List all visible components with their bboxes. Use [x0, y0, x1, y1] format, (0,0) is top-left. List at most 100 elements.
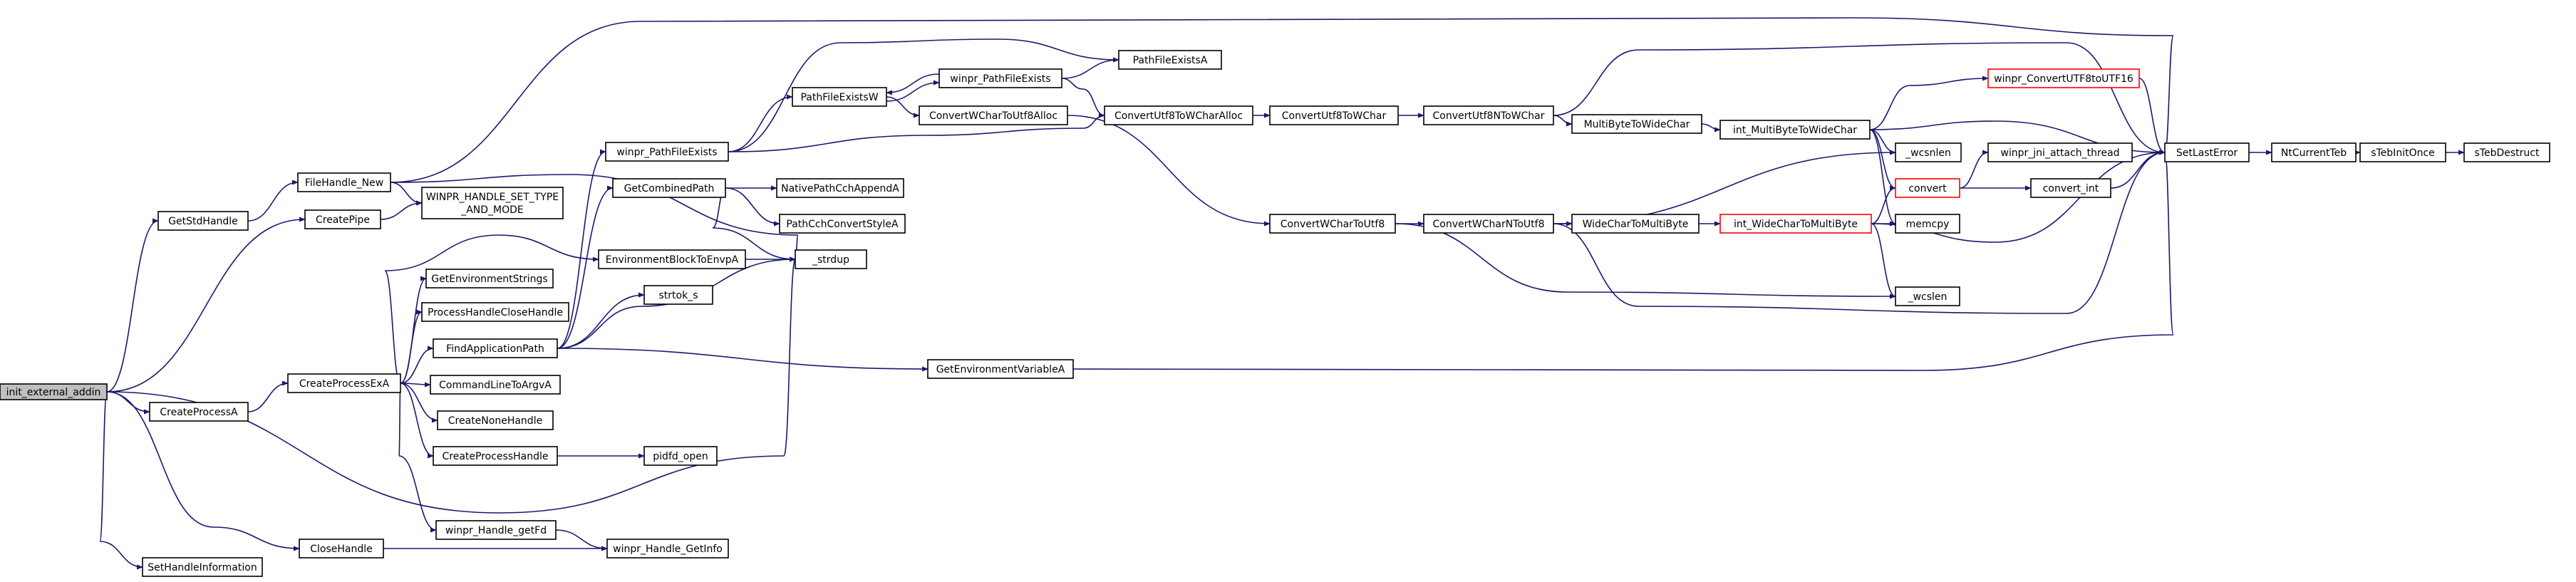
node-CreateNoneHandle[interactable]: CreateNoneHandle	[437, 410, 554, 430]
node-PathFileExistsW[interactable]: PathFileExistsW	[792, 87, 887, 107]
node-GetEnvironmentStrings[interactable]: GetEnvironmentStrings	[425, 269, 554, 289]
node-PathCchConvertStyleA[interactable]: PathCchConvertStyleA	[779, 214, 906, 234]
node-label: ConvertUtf8ToWChar	[1282, 110, 1387, 122]
node-FindApplicationPath[interactable]: FindApplicationPath	[433, 338, 558, 358]
edge-int_MultiByteToWideChar-to-memcpy	[1869, 129, 1896, 227]
node-SetHandleInformation[interactable]: SetHandleInformation	[142, 557, 263, 577]
node-CommandLineToArgvA[interactable]: CommandLineToArgvA	[430, 375, 561, 395]
node-box	[299, 539, 384, 558]
node-label: CreateProcessA	[160, 407, 238, 418]
node-label: _strdup	[812, 254, 849, 266]
node-sTebInitOnce[interactable]: sTebInitOnce	[2359, 142, 2446, 162]
node-label: _wcslen	[1908, 291, 1947, 303]
node-winpr_Handle_GetInfo[interactable]: winpr_Handle_GetInfo	[606, 539, 729, 558]
node-label: SetLastError	[2176, 147, 2238, 159]
node-_wcslen[interactable]: _wcslen	[1895, 286, 1960, 306]
node-ProcessHandleCloseHandle[interactable]: ProcessHandleCloseHandle	[421, 302, 569, 322]
node-ConvertUtf8ToWChar[interactable]: ConvertUtf8ToWChar	[1269, 105, 1399, 125]
node-box	[435, 520, 557, 540]
edge-GetEnvironmentVariableA-to-SetLastError	[1072, 150, 2174, 371]
node-EnvironmentBlockToEnvpA[interactable]: EnvironmentBlockToEnvpA	[598, 249, 746, 269]
node-box	[643, 446, 718, 466]
node-label: winpr_PathFileExists	[950, 73, 1050, 85]
node-box	[938, 68, 1062, 88]
node-GetCombinedPath[interactable]: GetCombinedPath	[612, 178, 726, 198]
node-ConvertUtf8NToWChar[interactable]: ConvertUtf8NToWChar	[1423, 105, 1554, 125]
node-label: _wcsnlen	[1905, 147, 1951, 159]
node-label: GetStdHandle	[168, 216, 238, 227]
node-GetEnvironmentVariableA[interactable]: GetEnvironmentVariableA	[927, 359, 1074, 379]
node-int_MultiByteToWideChar[interactable]: int_MultiByteToWideChar	[1719, 120, 1871, 140]
edge-winpr_ConvertUTF8toUTF16-to-SetLastError	[2138, 78, 2166, 155]
node-MultiByteToWideChar[interactable]: MultiByteToWideChar	[1571, 114, 1702, 134]
node-box	[433, 338, 558, 358]
node-box	[1423, 105, 1554, 125]
node-label: sTebDestruct	[2475, 147, 2540, 159]
node-box	[927, 359, 1074, 379]
node-label: SetHandleInformation	[148, 562, 257, 573]
node-CreateProcessExA[interactable]: CreateProcessExA	[287, 373, 401, 393]
node-winpr_Handle_getFd[interactable]: winpr_Handle_getFd	[435, 520, 557, 540]
edge-ConvertUtf8NToWChar-to-SetLastError	[1553, 42, 2166, 155]
node-WINPR_HANDLE_SET_TYPE_AND_MODE[interactable]: WINPR_HANDLE_SET_TYPE_AND_MODE	[421, 187, 564, 219]
node-FileHandle_New[interactable]: FileHandle_New	[297, 172, 391, 192]
node-memcpy[interactable]: memcpy	[1895, 214, 1960, 234]
node-box	[0, 383, 108, 400]
node-label: CloseHandle	[310, 544, 373, 555]
node-sTebDestruct[interactable]: sTebDestruct	[2463, 142, 2550, 162]
node-ConvertUtf8ToWCharAlloc[interactable]: ConvertUtf8ToWCharAlloc	[1104, 105, 1253, 125]
node-box	[1895, 214, 1960, 234]
node-label: PathFileExistsW	[800, 92, 878, 103]
edge-winpr_PathFileExists-to-PathFileExistsA	[728, 38, 1119, 152]
node-label: winpr_Handle_GetInfo	[613, 544, 723, 555]
edge-FindApplicationPath-to-GetEnvironmentVariableA	[557, 348, 929, 372]
node-box	[919, 105, 1068, 125]
node-CreateProcessA[interactable]: CreateProcessA	[149, 402, 249, 422]
node-box	[2271, 142, 2357, 162]
node-label: GetEnvironmentStrings	[431, 274, 547, 285]
node-label: WideCharToMultiByte	[1583, 219, 1689, 230]
edge-CreateProcessExA-to-GetEnvironmentStrings	[400, 276, 427, 384]
node-convert[interactable]: convert	[1895, 178, 1960, 198]
node-WideCharToMultiByte[interactable]: WideCharToMultiByte	[1571, 214, 1700, 234]
node-winpr_PathFileExists2[interactable]: winpr_PathFileExists	[938, 68, 1062, 88]
edge-convert_int-to-SetLastError	[2110, 150, 2166, 189]
node-box	[776, 178, 904, 198]
node-box	[1118, 50, 1222, 70]
node-label: MultiByteToWideChar	[1584, 119, 1690, 130]
node-pidfd_open[interactable]: pidfd_open	[643, 446, 718, 466]
node-box	[287, 373, 401, 393]
node-convert_int[interactable]: convert_int	[2030, 178, 2111, 198]
node-SetLastError[interactable]: SetLastError	[2164, 142, 2250, 162]
node-strtok_s[interactable]: strtok_s	[643, 285, 713, 305]
edge-CreateProcessExA-to-CreateNoneHandle	[400, 383, 438, 423]
node-GetStdHandle[interactable]: GetStdHandle	[157, 211, 249, 231]
node-label: ConvertUtf8NToWChar	[1433, 110, 1545, 122]
node-winpr_PathFileExists[interactable]: winpr_PathFileExists	[605, 142, 729, 162]
node-init_external_addin[interactable]: init_external_addin	[0, 383, 108, 400]
node-label: WINPR_HANDLE_SET_TYPE	[426, 192, 559, 203]
node-ConvertWCharToUtf8[interactable]: ConvertWCharToUtf8	[1269, 214, 1396, 234]
node-label: ConvertWCharNToUtf8	[1433, 219, 1545, 230]
node-winpr_ConvertUTF8toUTF16[interactable]: winpr_ConvertUTF8toUTF16	[1987, 68, 2140, 88]
node-NtCurrentTeb[interactable]: NtCurrentTeb	[2271, 142, 2357, 162]
node-PathFileExistsA[interactable]: PathFileExistsA	[1118, 50, 1222, 70]
node-int_WideCharToMultiByte[interactable]: int_WideCharToMultiByte	[1719, 214, 1872, 234]
node-_strdup[interactable]: _strdup	[795, 249, 867, 269]
node-NativePathCchAppendA[interactable]: NativePathCchAppendA	[776, 178, 904, 198]
node-CloseHandle[interactable]: CloseHandle	[299, 539, 384, 558]
edge-GetCombinedPath-to-_strdup	[712, 187, 796, 262]
node-CreatePipe[interactable]: CreatePipe	[304, 209, 381, 229]
node-winpr_jni_attach_thread[interactable]: winpr_jni_attach_thread	[1987, 142, 2133, 162]
node-_wcsnlen[interactable]: _wcsnlen	[1895, 142, 1962, 162]
edge-init_external_addin-to-CloseHandle	[106, 391, 300, 551]
node-ConvertWCharNToUtf8[interactable]: ConvertWCharNToUtf8	[1423, 214, 1554, 234]
node-label: NtCurrentTeb	[2281, 147, 2347, 159]
node-CreateProcessHandle[interactable]: CreateProcessHandle	[433, 446, 558, 466]
node-ConvertWCharToUtf8Alloc[interactable]: ConvertWCharToUtf8Alloc	[919, 105, 1068, 125]
node-label: CommandLineToArgvA	[439, 380, 552, 391]
edge-winpr_PathFileExists2-to-PathFileExistsA	[1061, 57, 1119, 79]
node-box	[1987, 68, 2140, 88]
node-label: PathFileExistsA	[1133, 55, 1208, 66]
edge-CreateProcessExA-to-winpr_Handle_getFd	[398, 383, 437, 533]
